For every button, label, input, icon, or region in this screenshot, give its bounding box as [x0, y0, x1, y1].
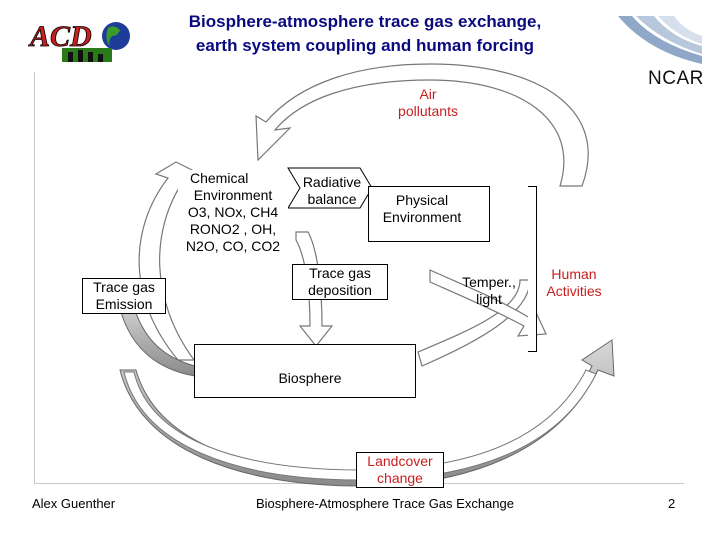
footer-page-number: 2 — [668, 496, 676, 511]
temper-line-1: Temper., — [462, 274, 516, 290]
biosphere-box — [194, 344, 416, 398]
title-line-2: earth system coupling and human forcing — [195, 36, 535, 55]
landcover-line-2: change — [377, 470, 423, 486]
radiative-balance-line-2: balance — [307, 191, 357, 207]
temper-light-box — [528, 186, 537, 352]
air-pollutants-label: Air pollutants — [378, 86, 478, 120]
footer-author: Alex Guenther — [32, 496, 116, 511]
radiative-pointer-arrow — [287, 167, 373, 209]
physical-environment-label: Physical Environment — [372, 192, 472, 226]
emission-line-2: Emission — [95, 296, 153, 312]
ncar-logo — [618, 16, 702, 64]
bottom-inner-arrow — [123, 369, 597, 481]
air-pollutants-line-2: pollutants — [398, 103, 458, 119]
trace-gas-deposition-label: Trace gas deposition — [292, 264, 388, 300]
chem-env-line-2: Environment — [193, 187, 273, 203]
human-activities-label: Human Activities — [534, 266, 614, 300]
deposition-line-1: Trace gas — [309, 265, 371, 281]
temper-line-2: light — [476, 291, 502, 307]
frame-left-line — [34, 72, 35, 484]
landcover-line-1: Landcover — [367, 453, 433, 469]
physical-env-line-1: Physical — [395, 192, 449, 208]
biosphere-label: Biosphere — [278, 370, 342, 386]
physical-env-line-2: Environment — [382, 209, 462, 225]
landcover-change-label: Landcover change — [356, 452, 444, 488]
chem-env-line-4: RONO2 , OH, — [189, 221, 277, 237]
chem-env-line-5: N2O, CO, CO2 — [185, 238, 281, 254]
acd-logo: ACD — [28, 20, 130, 62]
slide-title: Biosphere-atmosphere trace gas exchange,… — [140, 10, 590, 58]
temper-light-label: Temper., light — [452, 274, 526, 308]
radiative-balance-line-1: Radiative — [302, 174, 362, 190]
trace-gas-emission-label: Trace gas Emission — [82, 278, 166, 314]
chemical-environment-label: Chemical Environment O3, NOx, CH4 RONO2 … — [178, 170, 288, 255]
footer-subject: Biosphere-Atmosphere Trace Gas Exchange — [256, 496, 514, 511]
radiative-balance-label: Radiative balance — [292, 174, 372, 208]
emission-line-1: Trace gas — [93, 279, 155, 295]
human-line-1: Human — [551, 266, 597, 282]
human-line-2: Activities — [546, 283, 602, 299]
ncar-logo-text: NCAR — [648, 68, 704, 89]
chem-env-line-1: Chemical — [190, 170, 249, 186]
deposition-line-2: deposition — [308, 282, 372, 298]
chem-env-line-3: O3, NOx, CH4 — [187, 204, 279, 220]
top-cycle-arrow — [255, 63, 589, 187]
physical-environment-box — [368, 186, 490, 242]
acd-logo-text: ACD — [28, 20, 92, 53]
air-pollutants-line-1: Air — [419, 86, 437, 102]
title-line-1: Biosphere-atmosphere trace gas exchange, — [188, 12, 542, 31]
